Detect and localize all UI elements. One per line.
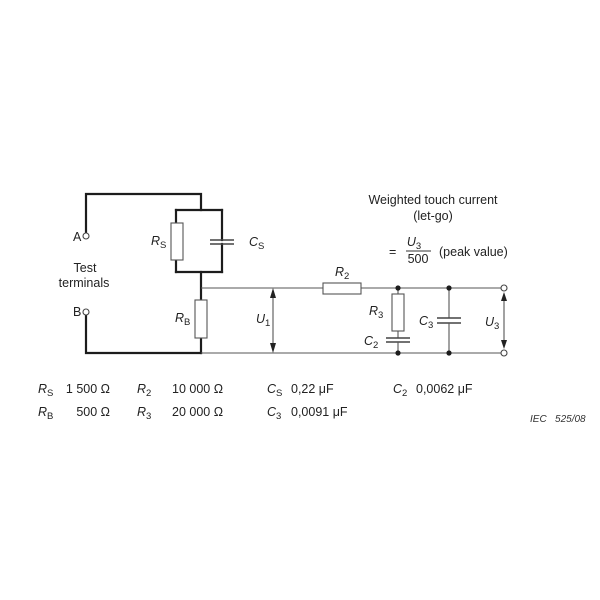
component-value: 0,0091 μF [291,405,348,419]
component-symbol-subscript: B [47,411,53,422]
label-rs-subscript: S [160,240,166,251]
label-r2-subscript: 2 [344,271,349,282]
voltage-u3-arrow [501,292,507,349]
label-r2-symbol: R [335,265,344,279]
measuring-network [201,282,508,357]
label-r2: R2 [335,265,349,282]
label-r3-symbol: R [369,304,378,318]
test-terminals-caption-line1: Test [74,261,97,275]
terminal-a-label: A [73,230,82,244]
label-c3-symbol: C [419,314,429,328]
formula-numerator-symbol: U [407,235,417,249]
label-u3: U3 [485,315,499,332]
label-u1: U1 [256,312,270,329]
component-symbol-main: R [137,405,146,419]
resistor-rb [194,299,208,339]
component-symbol-subscript: 3 [146,411,151,422]
test-loop [84,192,224,355]
component-symbol: C2 [393,382,407,399]
junction-dot [395,285,401,291]
wire-terminal-a-to-top [84,192,203,235]
wire-terminal-b-to-bottom [84,313,203,355]
capacitor-cs [210,239,234,245]
component-value: 10 000 Ω [172,382,223,396]
label-cs-symbol: C [249,235,259,249]
label-r3: R3 [369,304,383,321]
formula-numerator-subscript: 3 [416,241,421,252]
junction-dot [446,350,452,356]
formula-denominator: 500 [408,252,429,266]
label-c3-subscript: 3 [428,320,433,331]
junction-dot [446,285,452,291]
label-rs: RS [151,234,166,251]
component-symbol-subscript: S [276,388,282,399]
component-value: 0,0062 μF [416,382,473,396]
component-symbol: CS [267,382,282,399]
junction-dot [395,350,401,356]
component-symbol-main: R [38,405,47,419]
test-terminals-caption-line2: terminals [59,276,110,290]
label-rb-symbol: R [175,311,184,325]
voltage-u1-arrow [270,288,276,353]
terminal-b-icon [82,308,90,316]
component-value: 500 Ω [76,405,110,419]
label-c3: C3 [419,314,433,331]
resistor-r2 [322,282,362,295]
component-value: 0,22 μF [291,382,334,396]
label-c2: C2 [364,334,378,351]
u3-arrowhead-up-icon [501,292,507,301]
component-symbol-main: R [38,382,47,396]
figure-id: IEC 525/08 [530,414,586,425]
terminal-a-icon [82,232,90,240]
component-symbol-subscript: 3 [276,411,281,422]
component-symbol-main: C [393,382,403,396]
u1-arrowhead-down-icon [270,343,276,353]
label-rs-symbol: R [151,234,160,248]
label-rb-subscript: B [184,317,190,328]
label-u3-subscript: 3 [494,321,499,332]
component-symbol: R3 [137,405,151,422]
label-rb: RB [175,311,190,328]
component-symbol-main: R [137,382,146,396]
label-u1-symbol: U [256,312,266,326]
u3-arrowhead-down-icon [501,340,507,349]
resistor-rs [170,222,184,261]
output-terminal-bottom-icon [500,349,508,357]
formula-title-line2: (let-go) [413,209,453,223]
label-u1-subscript: 1 [265,318,270,329]
component-symbol-subscript: 2 [402,388,407,399]
label-c2-symbol: C [364,334,374,348]
component-symbol: RB [38,405,53,422]
formula-equals-sign: = [389,245,396,259]
label-u3-symbol: U [485,315,495,329]
component-symbol-main: C [267,405,277,419]
component-symbol: RS [38,382,53,399]
label-cs-subscript: S [258,241,264,252]
label-c2-subscript: 2 [373,340,378,351]
u1-arrowhead-up-icon [270,288,276,298]
label-r3-subscript: 3 [378,310,383,321]
formula-title-line1: Weighted touch current [368,193,498,207]
component-value: 20 000 Ω [172,405,223,419]
formula-numerator: U3 [407,235,421,252]
terminal-b-label: B [73,305,81,319]
component-symbol: C3 [267,405,281,422]
component-value: 1 500 Ω [66,382,110,396]
component-symbol-subscript: S [47,388,53,399]
label-cs: CS [249,235,264,252]
component-symbol-main: C [267,382,277,396]
resistor-r3 [391,293,405,332]
component-symbol-subscript: 2 [146,388,151,399]
output-terminal-top-icon [500,284,508,292]
weighted-touch-current-formula: Weighted touch current (let-go) = U3 500… [368,193,507,266]
component-values-table: RS 1 500 Ω RB 500 Ω R2 10 000 Ω R3 20 00… [38,382,473,422]
component-symbol: R2 [137,382,151,399]
formula-note: (peak value) [439,245,508,259]
